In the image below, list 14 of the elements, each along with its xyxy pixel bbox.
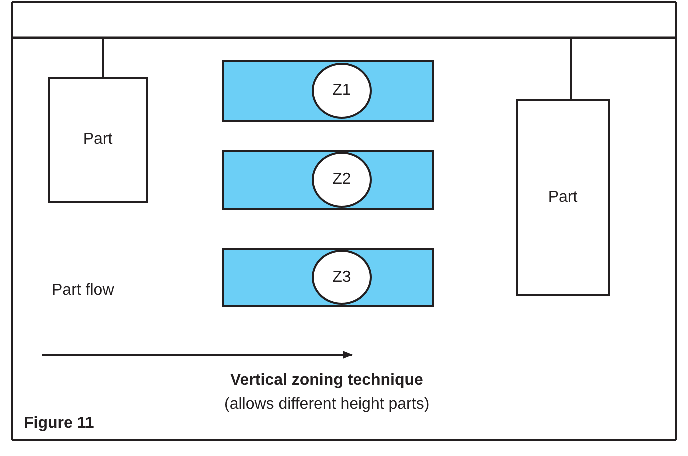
zone-label: Z1 (332, 82, 352, 100)
zone-box (222, 150, 434, 210)
part-box (516, 99, 610, 296)
caption-note: (allows different height parts) (224, 396, 430, 414)
flow-label: Part flow (52, 282, 114, 300)
zone-box (222, 60, 434, 122)
figure-number: Figure 11 (24, 415, 94, 433)
part-box (48, 77, 148, 203)
zone-box (222, 248, 434, 307)
part-label: Part (83, 131, 113, 149)
part-label: Part (548, 188, 578, 206)
zone-label: Z3 (332, 268, 352, 286)
caption-title: Vertical zoning technique (230, 372, 424, 390)
zone-label: Z2 (332, 171, 352, 189)
